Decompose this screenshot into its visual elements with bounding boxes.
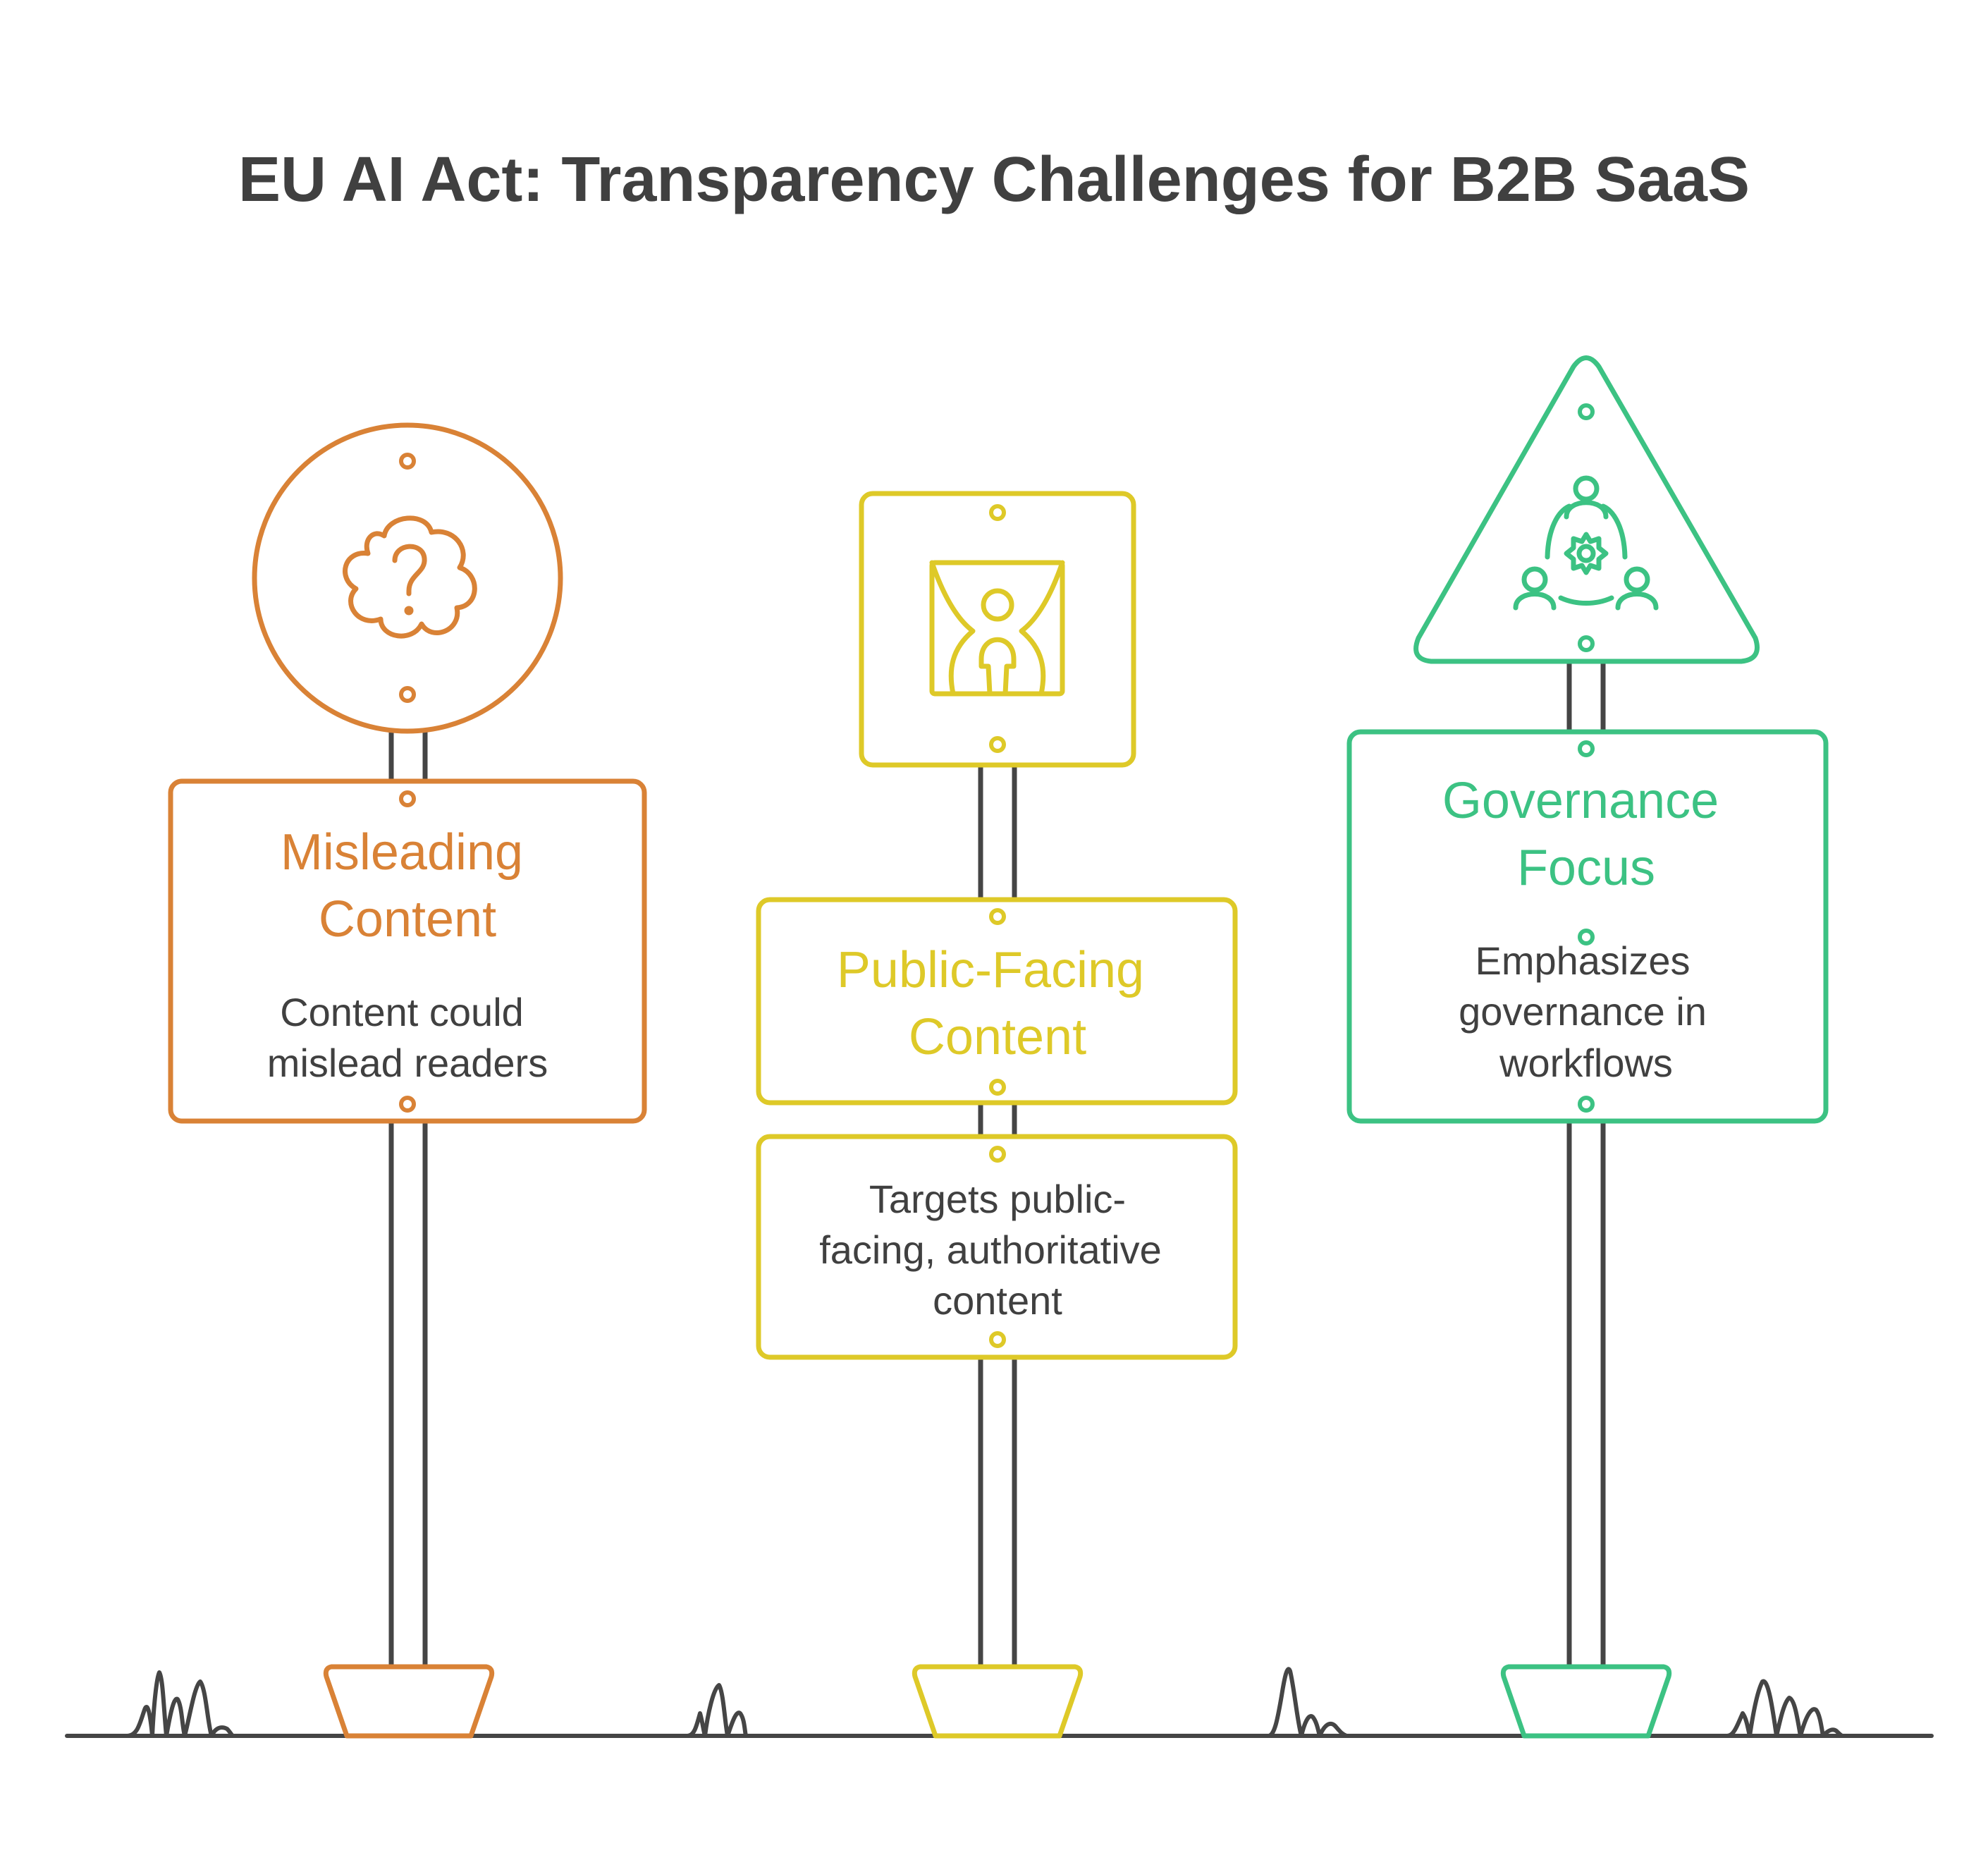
misleading-heading-line1: Misleading: [281, 824, 523, 881]
public-heading-panel: [756, 897, 1238, 1106]
sign-misleading: Misleading Content Content could mislead…: [168, 422, 647, 1739]
question-cloud-icon: [343, 515, 477, 639]
bolt: [1578, 929, 1595, 945]
grass-tuft: [1725, 1679, 1845, 1738]
grass-tuft: [125, 1670, 235, 1738]
bolt: [399, 453, 416, 470]
public-body-line2: facing, authoritative: [819, 1228, 1162, 1272]
governance-body-line2: governance in: [1459, 989, 1707, 1034]
public-body-line3: content: [933, 1278, 1062, 1323]
governance-heading-line2: Focus: [1517, 840, 1655, 896]
bolt: [989, 736, 1006, 753]
misleading-body-line2: mislead readers: [267, 1041, 548, 1085]
square-sign: [859, 491, 1136, 768]
bolt: [989, 1331, 1006, 1348]
bolt: [989, 1146, 1006, 1163]
public-heading-line2: Content: [909, 1009, 1086, 1065]
public-body-line1: Targets public-: [869, 1177, 1126, 1221]
bolt: [399, 1096, 416, 1113]
circle-sign: [252, 422, 563, 734]
public-heading-line1: Public-Facing: [837, 942, 1144, 998]
stage-curtain-person-icon: [929, 560, 1065, 697]
sign-public-facing: Public-Facing Content Targets public- fa…: [756, 491, 1238, 1739]
sign-governance: Governance Focus Emphasizes governance i…: [1346, 355, 1829, 1739]
grass-tuft: [1267, 1667, 1349, 1738]
bolt: [1578, 1096, 1595, 1113]
pole-base: [1500, 1664, 1672, 1739]
bolt: [989, 1079, 1006, 1096]
diagram-title: EU AI Act: Transparency Challenges for B…: [238, 145, 1750, 215]
governance-heading-line1: Governance: [1442, 773, 1719, 829]
bolt: [989, 908, 1006, 925]
bolt: [1578, 635, 1595, 652]
bolt: [1578, 740, 1595, 757]
team-gear-icon: [1513, 475, 1659, 611]
governance-body-line1: Emphasizes: [1475, 938, 1690, 983]
governance-body-line3: workflows: [1499, 1041, 1673, 1085]
bolt: [399, 790, 416, 807]
triangle-sign: [1413, 355, 1760, 664]
misleading-heading-line2: Content: [319, 891, 496, 948]
misleading-panel: [168, 778, 647, 1124]
misleading-body-line1: Content could: [280, 990, 524, 1034]
governance-panel: [1346, 729, 1829, 1124]
public-body-panel: [756, 1134, 1238, 1360]
pole-base: [912, 1664, 1084, 1739]
bolt: [989, 504, 1006, 521]
bolt: [1578, 403, 1595, 420]
pole-base: [323, 1664, 495, 1739]
grass-tuft: [685, 1683, 748, 1738]
bolt: [399, 686, 416, 703]
